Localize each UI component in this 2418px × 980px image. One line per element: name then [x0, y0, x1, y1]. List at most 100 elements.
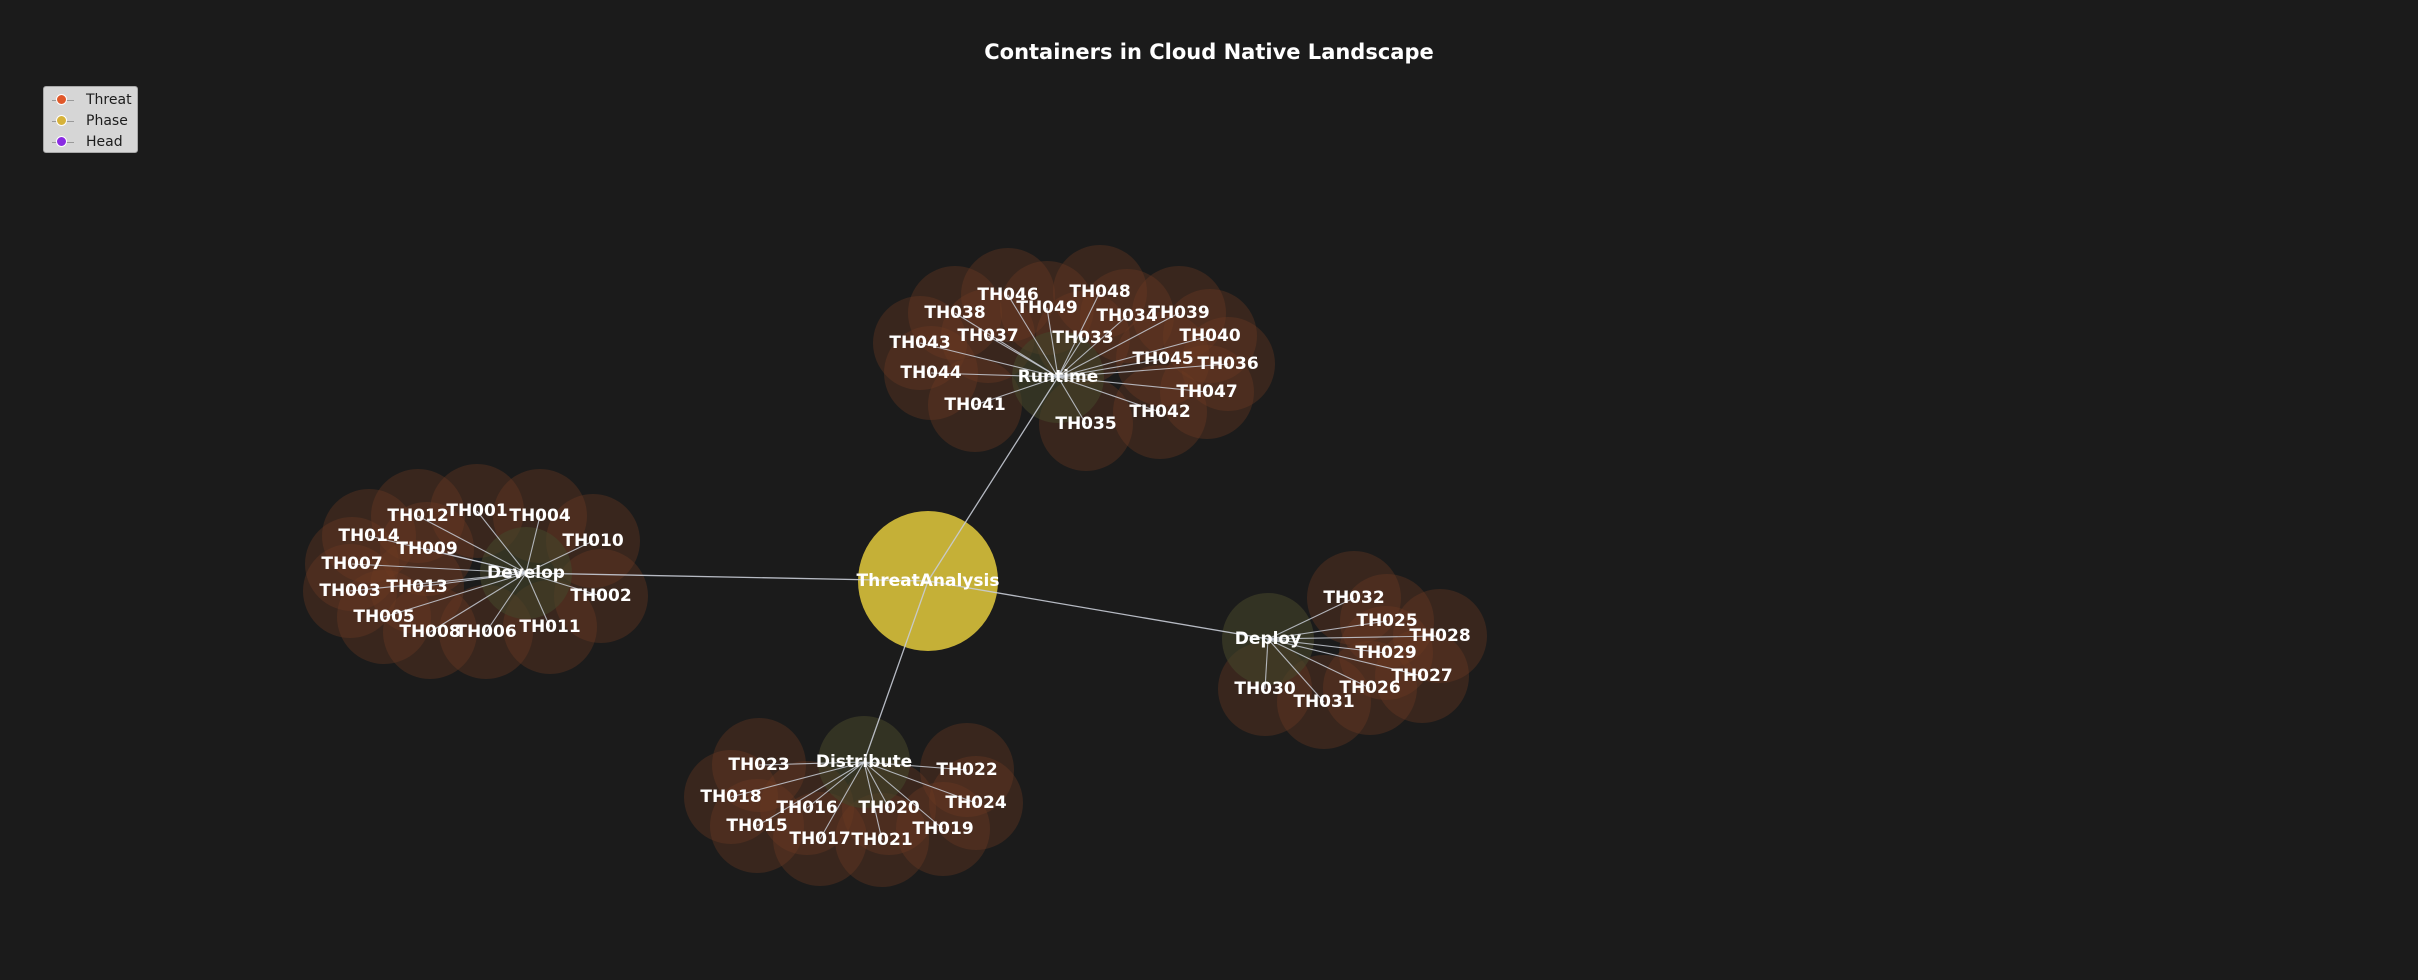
threat-label: TH013: [386, 577, 447, 597]
threat-label: TH025: [1356, 611, 1417, 631]
threat-label: TH003: [319, 581, 380, 601]
threat-label: TH001: [446, 501, 507, 521]
threat-label: TH019: [912, 819, 973, 839]
edge-line: [1057, 363, 1229, 378]
edge-line: [1046, 307, 1059, 378]
legend-item-threat: Threat: [44, 90, 139, 110]
edge-line: [863, 761, 890, 809]
phase-label: Develop: [487, 563, 565, 583]
threat-label: TH021: [851, 830, 912, 850]
edge-line: [525, 572, 551, 628]
edge-line: [476, 510, 527, 574]
edge-line: [349, 572, 527, 592]
phase-label: Deploy: [1235, 629, 1301, 649]
edge-line: [954, 312, 1059, 378]
edge-line: [927, 580, 1269, 640]
threat-label: TH038: [924, 303, 985, 323]
chart-title: Containers in Cloud Native Landscape: [984, 40, 1434, 64]
edge-line: [525, 572, 602, 597]
threat-label: TH007: [321, 554, 382, 574]
edge-line: [1057, 376, 1208, 393]
threat-label: TH009: [396, 539, 457, 559]
edge-line: [525, 572, 929, 582]
head-label: ThreatAnalysis: [857, 571, 1000, 591]
edge-line: [863, 761, 944, 830]
edge-line: [806, 761, 865, 809]
edge-line: [1267, 638, 1325, 703]
threat-label: TH033: [1052, 328, 1113, 348]
threat-label: TH022: [936, 760, 997, 780]
threat-label: TH049: [1016, 298, 1077, 318]
edge-line: [863, 761, 883, 841]
threat-label: TH029: [1355, 643, 1416, 663]
edge-line: [1267, 638, 1423, 677]
threat-label: TH015: [726, 816, 787, 836]
edge-line: [819, 761, 865, 840]
threat-label: TH042: [1129, 402, 1190, 422]
phase-label: Runtime: [1018, 367, 1099, 387]
node-labels: TH001TH002TH003TH004TH005TH006TH007TH008…: [319, 282, 1470, 850]
threat-label: TH004: [509, 506, 570, 526]
threat-label: TH012: [387, 506, 448, 526]
threat-label: TH030: [1234, 679, 1295, 699]
edge-line: [1057, 376, 1161, 413]
edge-line: [1267, 620, 1388, 640]
edge-line: [974, 376, 1059, 406]
threat-label: TH026: [1339, 678, 1400, 698]
edge-line: [863, 761, 968, 771]
edge-line: [1057, 337, 1084, 378]
edge-line: [368, 535, 527, 574]
phase-marker-icon: [56, 115, 67, 126]
threat-label: TH017: [789, 829, 850, 849]
threat-label: TH046: [977, 285, 1038, 305]
threat-label: TH041: [944, 395, 1005, 415]
legend-item-phase: Phase: [44, 111, 139, 131]
edge-line: [1057, 315, 1128, 378]
threat-label: TH006: [455, 622, 516, 642]
edge-line: [485, 572, 527, 633]
edge-line: [1267, 597, 1355, 640]
threat-label: TH020: [858, 798, 919, 818]
edge-line: [1057, 335, 1211, 378]
threat-label: TH040: [1179, 326, 1240, 346]
edge-line: [1057, 376, 1087, 425]
threat-label: TH024: [945, 793, 1006, 813]
threat-label: TH044: [900, 363, 961, 383]
threat-label: TH010: [562, 531, 623, 551]
threat-label: TH028: [1409, 626, 1470, 646]
edge-line: [1267, 635, 1441, 640]
edge-line: [1057, 312, 1180, 378]
edge-line: [525, 515, 541, 574]
edge-line: [417, 515, 527, 574]
threat-label: TH032: [1323, 588, 1384, 608]
legend-label: Phase: [86, 113, 128, 129]
threat-label: TH039: [1148, 303, 1209, 323]
edge-line: [1267, 638, 1371, 689]
legend-label: Head: [86, 134, 123, 150]
threat-label: TH034: [1096, 306, 1157, 326]
legend-label: Threat: [86, 92, 132, 108]
threat-label: TH011: [519, 617, 580, 637]
threat-label: TH037: [957, 326, 1018, 346]
threat-label: TH018: [700, 787, 761, 807]
legend: Threat Phase Head: [43, 86, 138, 153]
edge-line: [429, 572, 527, 633]
edge-line: [1007, 294, 1059, 378]
edge-line: [930, 372, 1059, 378]
edge-line: [383, 572, 527, 618]
edge-line: [525, 540, 594, 574]
threat-label: TH035: [1055, 414, 1116, 434]
threat-label: TH014: [338, 526, 399, 546]
edge-line: [416, 572, 527, 588]
threat-label: TH027: [1391, 666, 1452, 686]
edge-line: [919, 342, 1059, 378]
threat-label: TH031: [1293, 692, 1354, 712]
threat-label: TH043: [889, 333, 950, 353]
legend-item-head: Head: [44, 132, 139, 152]
threat-label: TH016: [776, 798, 837, 818]
threat-label: TH023: [728, 755, 789, 775]
threat-label: TH008: [399, 622, 460, 642]
edges: [349, 291, 1441, 841]
head-marker-icon: [56, 136, 67, 147]
